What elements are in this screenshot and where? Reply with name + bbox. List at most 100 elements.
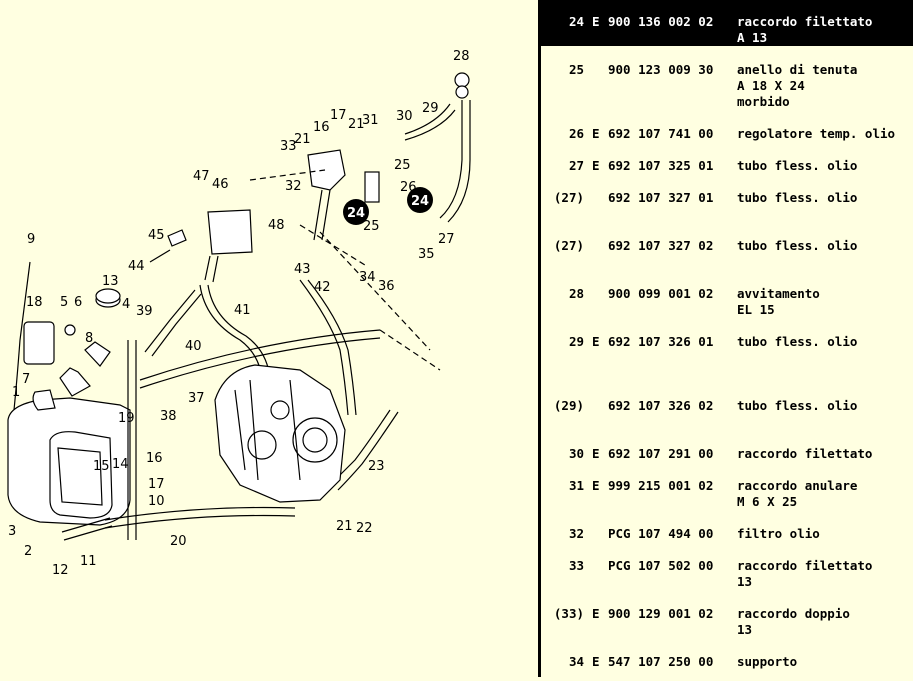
svg-text:40: 40 — [185, 339, 202, 354]
svg-text:42: 42 — [314, 280, 331, 295]
svg-text:25: 25 — [394, 158, 411, 173]
part-description-line: tubo fless. olio — [737, 190, 858, 205]
part-flag: E — [592, 14, 600, 29]
part-code: 692 107 327 02 — [608, 238, 714, 253]
part-description-line: EL 15 — [737, 302, 775, 317]
part-position: 33 — [568, 558, 584, 573]
svg-text:24: 24 — [347, 206, 365, 221]
part-row[interactable]: 30 E 692 107 291 00 raccordo filettato — [541, 440, 913, 462]
svg-text:36: 36 — [378, 279, 395, 294]
svg-text:18: 18 — [26, 295, 43, 310]
oil-filter — [307, 149, 346, 191]
svg-text:47: 47 — [193, 169, 210, 184]
svg-text:5: 5 — [60, 295, 68, 310]
panel-divider — [538, 0, 541, 677]
part-code: 900 123 009 30 — [608, 62, 714, 77]
part-row[interactable]: 27 E 692 107 325 01 tubo fless. olio — [541, 152, 913, 174]
part-code: 900 129 001 02 — [608, 606, 714, 621]
part-description-line: avvitamento — [737, 286, 820, 301]
part-row[interactable]: (27) 692 107 327 01 tubo fless. olio — [541, 184, 913, 206]
part-description-line: anello di tenuta — [737, 62, 858, 77]
svg-text:10: 10 — [148, 494, 165, 509]
part-description: regolatore temp. olio — [737, 126, 895, 142]
svg-text:29: 29 — [422, 101, 439, 116]
svg-text:17: 17 — [148, 477, 165, 492]
svg-text:12: 12 — [52, 563, 69, 578]
svg-text:2: 2 — [24, 544, 32, 559]
svg-text:11: 11 — [80, 554, 97, 569]
svg-text:20: 20 — [170, 534, 187, 549]
part-flag: E — [592, 158, 600, 173]
part-row[interactable]: 34 E 547 107 250 00 supporto — [541, 648, 913, 670]
callout-24-marker[interactable] — [343, 199, 369, 225]
part-position: 27 — [568, 158, 584, 173]
part-flag: E — [592, 654, 600, 669]
svg-text:46: 46 — [212, 177, 229, 192]
svg-text:27: 27 — [438, 232, 455, 247]
oil-tank — [7, 397, 131, 526]
part-description-line: morbido — [737, 94, 790, 109]
svg-text:28: 28 — [453, 49, 470, 64]
svg-text:6: 6 — [74, 295, 82, 310]
part-position: (27) — [553, 190, 584, 205]
svg-text:48: 48 — [268, 218, 285, 233]
part-flag: E — [592, 126, 600, 141]
svg-text:16: 16 — [313, 120, 330, 135]
svg-text:21: 21 — [348, 117, 365, 132]
svg-text:37: 37 — [188, 391, 205, 406]
part-description-line: tubo fless. olio — [737, 398, 858, 413]
part-position: 24 — [568, 14, 584, 29]
part-description-line: A 18 X 24 — [737, 78, 805, 93]
part-description-line: raccordo filettato — [737, 558, 873, 573]
part-description-line: raccordo filettato — [737, 446, 873, 461]
svg-text:33: 33 — [280, 139, 297, 154]
part-description-line: M 6 X 25 — [737, 494, 798, 509]
part-description-line: tubo fless. olio — [737, 158, 858, 173]
part-description-line: supporto — [737, 654, 798, 669]
svg-text:9: 9 — [27, 232, 35, 247]
svg-text:34: 34 — [359, 270, 376, 285]
part-description: filtro olio — [737, 526, 820, 542]
svg-text:23: 23 — [368, 459, 385, 474]
part-code: 692 107 291 00 — [608, 446, 714, 461]
part-description-line: tubo fless. olio — [737, 238, 858, 253]
part-description: raccordo filettato — [737, 446, 872, 462]
part-code: 547 107 250 00 — [608, 654, 714, 669]
part-code: 692 107 325 01 — [608, 158, 714, 173]
part-position: 30 — [568, 446, 584, 461]
callout-24-marker-2[interactable] — [407, 187, 433, 213]
part-code: 692 107 326 01 — [608, 334, 714, 349]
svg-text:25: 25 — [363, 219, 380, 234]
svg-text:24: 24 — [411, 194, 429, 209]
part-position: 34 — [568, 654, 584, 669]
part-position: 31 — [568, 478, 584, 493]
part-description: tubo fless. olio — [737, 398, 857, 414]
part-position: 29 — [568, 334, 584, 349]
part-position: (33) — [553, 606, 584, 621]
part-code: 900 136 002 02 — [608, 14, 714, 29]
svg-text:1: 1 — [12, 385, 20, 400]
part-code: 900 099 001 02 — [608, 286, 714, 301]
part-description-line: filtro olio — [737, 526, 820, 541]
svg-text:38: 38 — [160, 409, 177, 424]
svg-text:16: 16 — [146, 451, 163, 466]
part-flag: E — [592, 446, 600, 461]
part-code: 692 107 327 01 — [608, 190, 714, 205]
part-code: PCG 107 494 00 — [608, 526, 714, 541]
